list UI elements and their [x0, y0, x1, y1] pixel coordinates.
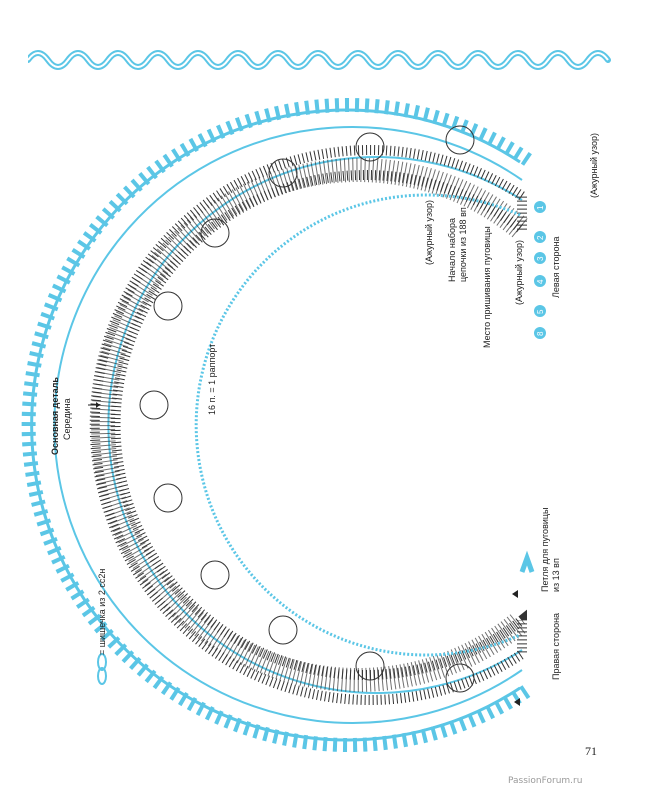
legend-bobble-icon [97, 653, 107, 685]
scalloped-edge [21, 98, 532, 752]
row-number: 4 [536, 279, 545, 284]
row-number: 5 [536, 309, 545, 314]
row-number: 8 [536, 331, 545, 336]
page-number: 71 [585, 744, 597, 758]
chain-start-line1: Начало набора [447, 218, 457, 282]
row-markers [534, 201, 546, 339]
button-loop [519, 550, 535, 573]
marker-arrow [514, 698, 520, 706]
button-loop-line2: из 13 вп [551, 558, 561, 592]
chain-start-line2: цепочки из 188 вп [458, 207, 468, 282]
right-side-label: Правая сторона [551, 613, 561, 680]
blue-row [107, 156, 523, 694]
openwork-label-3: (Ажурный узор) [589, 133, 599, 198]
blue-row [53, 126, 523, 724]
outer-edge-line [30, 108, 521, 742]
row-number: 3 [536, 256, 545, 261]
button-loop-line1: Петля для пуговицы [540, 508, 550, 593]
inner-rows [91, 158, 528, 692]
flower-motifs [139, 125, 475, 693]
marker-arrow [512, 590, 518, 598]
inner-chain [194, 193, 521, 657]
openwork-label-2: (Ажурный узор) [514, 240, 524, 305]
decorative-border [28, 50, 611, 70]
main-part-title: Основная деталь [50, 377, 60, 455]
row-number: 1 [536, 205, 545, 210]
legend-text: = шишечка из 2 сс2н [97, 569, 107, 655]
repeat-label: 16 п. = 1 раппорт [207, 344, 217, 415]
center-label: Середина [62, 398, 72, 440]
openwork-label-1: (Ажурный узор) [424, 200, 434, 265]
row-number: 2 [536, 235, 545, 240]
watermark: PassionForum.ru [508, 776, 583, 786]
button-place-label: Место пришивания пуговицы [482, 226, 492, 348]
left-side-label: Левая сторона [551, 237, 561, 298]
stitch-body [89, 145, 527, 705]
